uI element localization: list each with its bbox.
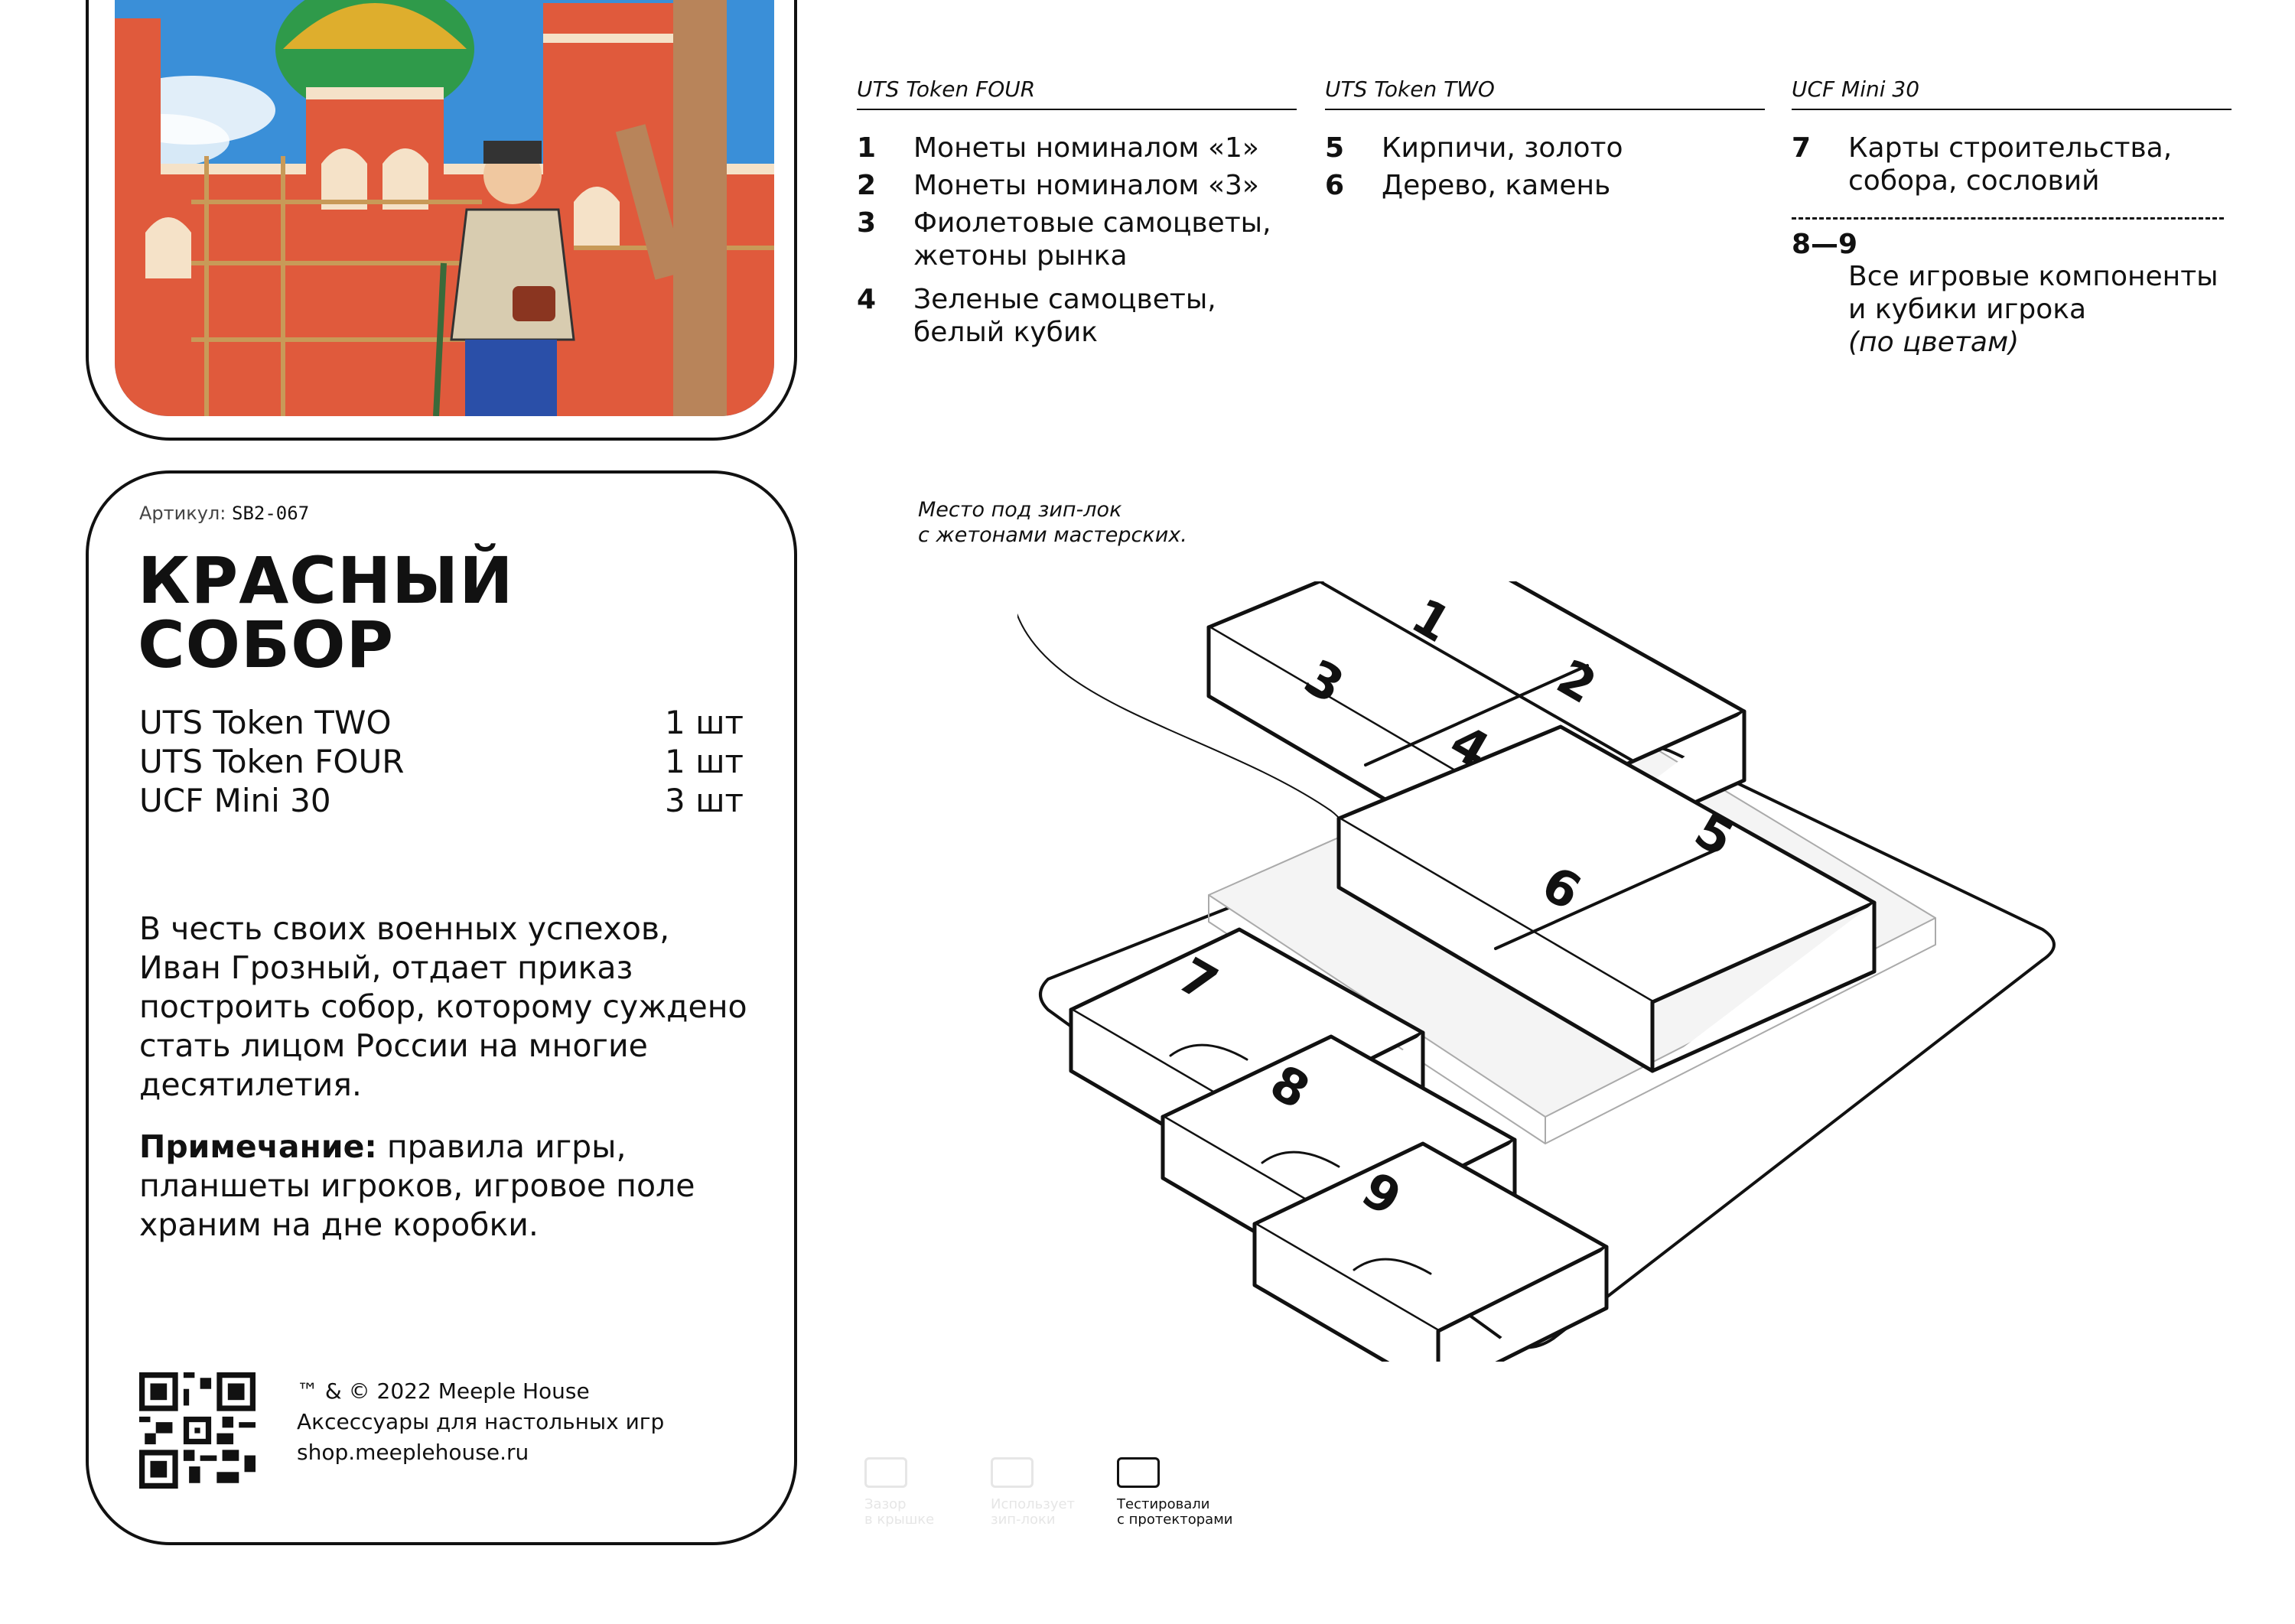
lid-gap-icon [864,1457,907,1488]
contents-row: UCF Mini 30 3 шт [139,781,744,820]
legend-column-heading: UTS Token FOUR [857,76,1297,110]
contents-row: UTS Token FOUR 1 шт [139,742,744,781]
legend-item-number: 3 [857,207,877,239]
legend-group-line-3: (по цветам) [1848,327,2020,358]
product-card: Артикул: SB2-067 Красный собор UTS Token… [86,470,797,1545]
card-sleeve-icon [1117,1457,1160,1488]
legend-item: 6 Дерево, камень [1325,169,1765,202]
feature-label-line-1: Зазор [864,1496,907,1512]
legend-column-token-four: UTS Token FOUR 1 Монеты номиналом «1» 2 … [857,76,1297,349]
tagline-text: Аксессуары для настольных игр [297,1409,665,1434]
legend-column-ucf-mini: UCF Mini 30 7 Карты строительства, собор… [1792,76,2232,359]
legend-group-number: 8—9 [1792,229,1858,260]
legend-item-text: Кирпичи, золото [1382,132,1623,164]
note: Примечание: правила игры, планшеты игрок… [139,1128,751,1245]
contents-qty: 1 шт [665,704,744,741]
legend-item: 7 Карты строительства, собора, сословий [1792,132,2232,197]
callout-line-2: с жетонами мастерских. [918,523,1187,547]
product-title: Красный собор [138,548,750,677]
legend-item-number: 1 [857,132,877,164]
note-label: Примечание: [139,1128,377,1165]
cathedral-illustration [115,0,774,416]
legend-item-number: 5 [1325,132,1345,164]
legend-item-text: Монеты номиналом «3» [913,170,1259,201]
contents-row: UTS Token TWO 1 шт [139,703,744,742]
ziplock-callout: Место под зип-лок с жетонами мастерских. [918,497,1187,548]
feature-sleeves: Тестировали с протекторами [1117,1457,1255,1528]
title-line-1: Красный [138,543,514,618]
legend-item: 1 Монеты номиналом «1» [857,132,1297,164]
legend-item-text: Карты строительства, собора, сословий [1848,132,2173,197]
legend-item-number: 6 [1325,170,1345,201]
legend-group-line-2: и кубики игрока [1848,294,2087,325]
legend-item-number: 2 [857,170,877,201]
contents-name: UTS Token FOUR [139,743,405,780]
legend-item: 4 Зеленые самоцветы, белый кубик [857,283,1297,349]
illustration-card [86,0,797,441]
shop-link[interactable]: shop.meeplehouse.ru [297,1440,529,1465]
qr-code-icon [139,1372,256,1489]
legend-item-text: Монеты номиналом «1» [913,132,1259,164]
legend-item-text: Фиолетовые самоцветы, жетоны рынка [913,207,1271,272]
contents-qty: 1 шт [665,743,744,780]
legend-item-number: 7 [1792,132,1812,164]
legend-item-number: 4 [857,284,877,315]
description: В честь своих военных успехов, Иван Гроз… [139,910,747,1103]
feature-lid-gap: Зазор в крышке [864,1457,1002,1528]
feature-label-line-2: с протекторами [1117,1512,1233,1528]
feature-label-line-1: Использует [991,1496,1076,1512]
legend-group-line-1: Все игровые компоненты [1848,261,2218,292]
callout-line-1: Место под зип-лок [918,498,1122,522]
legend-column-heading: UCF Mini 30 [1792,76,2232,110]
footer-info: ™ & © 2022 Meeple House Аксессуары для н… [297,1376,664,1468]
article-label: Артикул: [139,503,226,524]
feature-label-line-1: Тестировали [1117,1496,1210,1512]
feature-label-line-2: зип-локи [991,1512,1056,1528]
legend-group-text: Все игровые компоненты и кубики игрока (… [1792,260,2232,359]
contents-name: UCF Mini 30 [139,782,331,819]
feature-label-line-2: в крышке [864,1512,935,1528]
copyright-text: ™ & © 2022 Meeple House [297,1378,590,1404]
legend-item: 3 Фиолетовые самоцветы, жетоны рынка [857,207,1297,272]
article-number: Артикул: SB2-067 [139,503,309,524]
legend-item: 5 Кирпичи, золото [1325,132,1765,164]
legend-item-text: Дерево, камень [1382,170,1611,201]
note-text: правила игры, планшеты игроков, игровое … [139,1128,695,1243]
feature-icons: Зазор в крышке Использует зип-локи Тести… [857,1457,1285,1549]
feature-ziplock: Использует зип-локи [991,1457,1128,1528]
legend-item: 2 Монеты номиналом «3» [857,169,1297,202]
contents-qty: 3 шт [665,782,744,819]
legend-item-text: Зеленые самоцветы, белый кубик [913,284,1216,348]
dashed-divider [1792,217,2224,220]
contents-list: UTS Token TWO 1 шт UTS Token FOUR 1 шт U… [139,703,744,820]
article-code: SB2-067 [232,503,310,524]
legend-column-token-two: UTS Token TWO 5 Кирпичи, золото 6 Дерево… [1325,76,1765,202]
ziplock-icon [991,1457,1034,1488]
title-line-2: собор [138,607,395,682]
contents-name: UTS Token TWO [139,704,392,741]
token-two-box [1336,724,1877,1073]
legend-column-heading: UTS Token TWO [1325,76,1765,110]
organizer-diagram: 1 2 3 4 5 6 7 8 9 [1017,581,2056,1362]
